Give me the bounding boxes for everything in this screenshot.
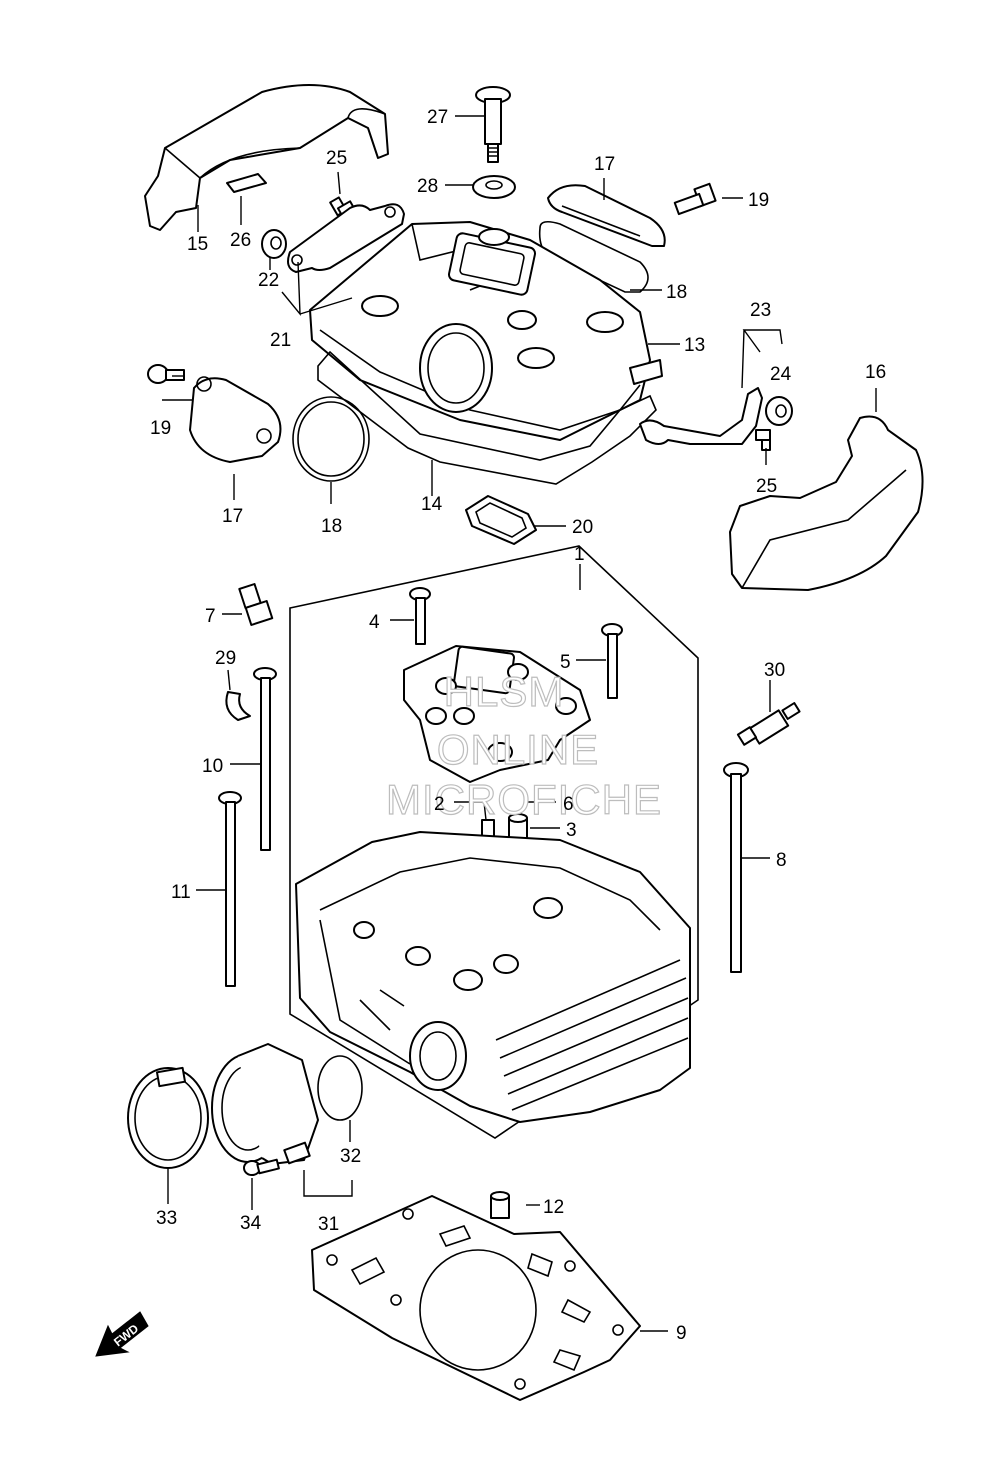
- intake-pipe-part-31: [211, 1043, 319, 1165]
- grommet-part-22: [261, 229, 287, 259]
- bolt-part-8: [723, 762, 749, 973]
- clip-part-29: [225, 691, 251, 721]
- watermark-line-2: ONLINE: [437, 726, 599, 773]
- callout-21: 21: [270, 330, 291, 351]
- forward-arrow-icon: FWD: [95, 1311, 149, 1357]
- bolt-part-25-right: [755, 429, 771, 451]
- bolt-part-11: [218, 791, 242, 987]
- callout-18-left: 18: [321, 516, 342, 537]
- callout-20: 20: [572, 517, 593, 538]
- callout-14: 14: [421, 494, 443, 515]
- gasket-part-20: [465, 495, 537, 545]
- callouts: 1 2 3 4 5 6 7 8 9 10 11 12 13 14 15 16 1…: [150, 107, 886, 1344]
- bolt-part-10: [253, 667, 277, 851]
- callout-25-top: 25: [326, 148, 347, 169]
- callout-9: 9: [676, 1323, 687, 1344]
- callout-33: 33: [156, 1208, 177, 1229]
- callout-17-right: 17: [594, 154, 615, 175]
- camshaft-holder: [403, 645, 591, 783]
- callout-34: 34: [240, 1213, 262, 1234]
- callout-26: 26: [230, 230, 251, 251]
- tappet-cover-part-17-right: [547, 184, 666, 247]
- cylinder-head-cover-part-13: [309, 221, 663, 441]
- watermark-line-3: MICROFICHE: [386, 776, 662, 823]
- callout-7: 7: [205, 606, 216, 627]
- callout-11: 11: [171, 882, 191, 903]
- callout-28: 28: [417, 176, 438, 197]
- screw-part-34: [243, 1158, 280, 1176]
- leader-lines: [162, 115, 877, 1332]
- callout-24: 24: [770, 364, 792, 385]
- watermark: HLSM ONLINE MICROFICHE: [385, 667, 662, 823]
- bolt-part-4: [409, 587, 431, 645]
- callout-6: 6: [563, 794, 574, 815]
- tappet-cover-part-17-left: [189, 376, 282, 463]
- callout-2: 2: [434, 794, 445, 815]
- callout-22: 22: [258, 270, 279, 291]
- callout-18-right: 18: [666, 282, 687, 303]
- callout-1: 1: [574, 544, 585, 565]
- callout-19-left: 19: [150, 418, 171, 439]
- side-cover-part-16: [729, 415, 924, 591]
- callout-17-left: 17: [222, 506, 243, 527]
- cylinder-head-assembly-frame: [289, 545, 699, 1139]
- head-gasket-part-9: [311, 1195, 641, 1401]
- o-ring-part-18-left: [292, 396, 370, 482]
- callout-10: 10: [202, 756, 223, 777]
- grommet-part-24: [765, 396, 793, 426]
- callout-16: 16: [865, 362, 886, 383]
- cylinder-head-body: [295, 831, 691, 1123]
- callout-31: 31: [318, 1214, 339, 1235]
- bolt-part-5: [601, 623, 623, 699]
- callout-5: 5: [560, 652, 571, 673]
- callout-27: 27: [427, 107, 448, 128]
- plug-part-7: [238, 583, 274, 626]
- dowel-part-12: [490, 1191, 510, 1219]
- watermark-line-1: HLSM: [444, 668, 565, 715]
- callout-19-right: 19: [748, 190, 769, 211]
- callout-4: 4: [369, 612, 380, 633]
- bolt-part-19-right: [673, 182, 717, 216]
- callout-8: 8: [776, 850, 787, 871]
- bolt-part-19-left: [147, 364, 185, 384]
- callout-30: 30: [764, 660, 785, 681]
- pad-part-26: [226, 173, 267, 193]
- callout-25-right: 25: [756, 476, 777, 497]
- callout-32: 32: [340, 1146, 361, 1167]
- clamp-part-33: [127, 1066, 209, 1169]
- callout-15: 15: [187, 234, 208, 255]
- callout-12: 12: [543, 1197, 564, 1218]
- rear-cover-part-15: [144, 84, 389, 231]
- o-ring-part-32: [317, 1055, 363, 1121]
- spark-plug-part-30: [736, 702, 801, 746]
- dowel-part-6: [508, 813, 528, 841]
- callout-23: 23: [750, 300, 771, 321]
- bracket-top: [287, 203, 405, 273]
- callout-13: 13: [684, 335, 705, 356]
- callout-3: 3: [566, 820, 577, 841]
- bracket-part-23: [639, 387, 763, 445]
- cover-gasket-part-14: [317, 350, 657, 485]
- bolt-part-27: [475, 86, 511, 163]
- washer-part-28: [472, 175, 516, 199]
- callout-29: 29: [215, 648, 236, 669]
